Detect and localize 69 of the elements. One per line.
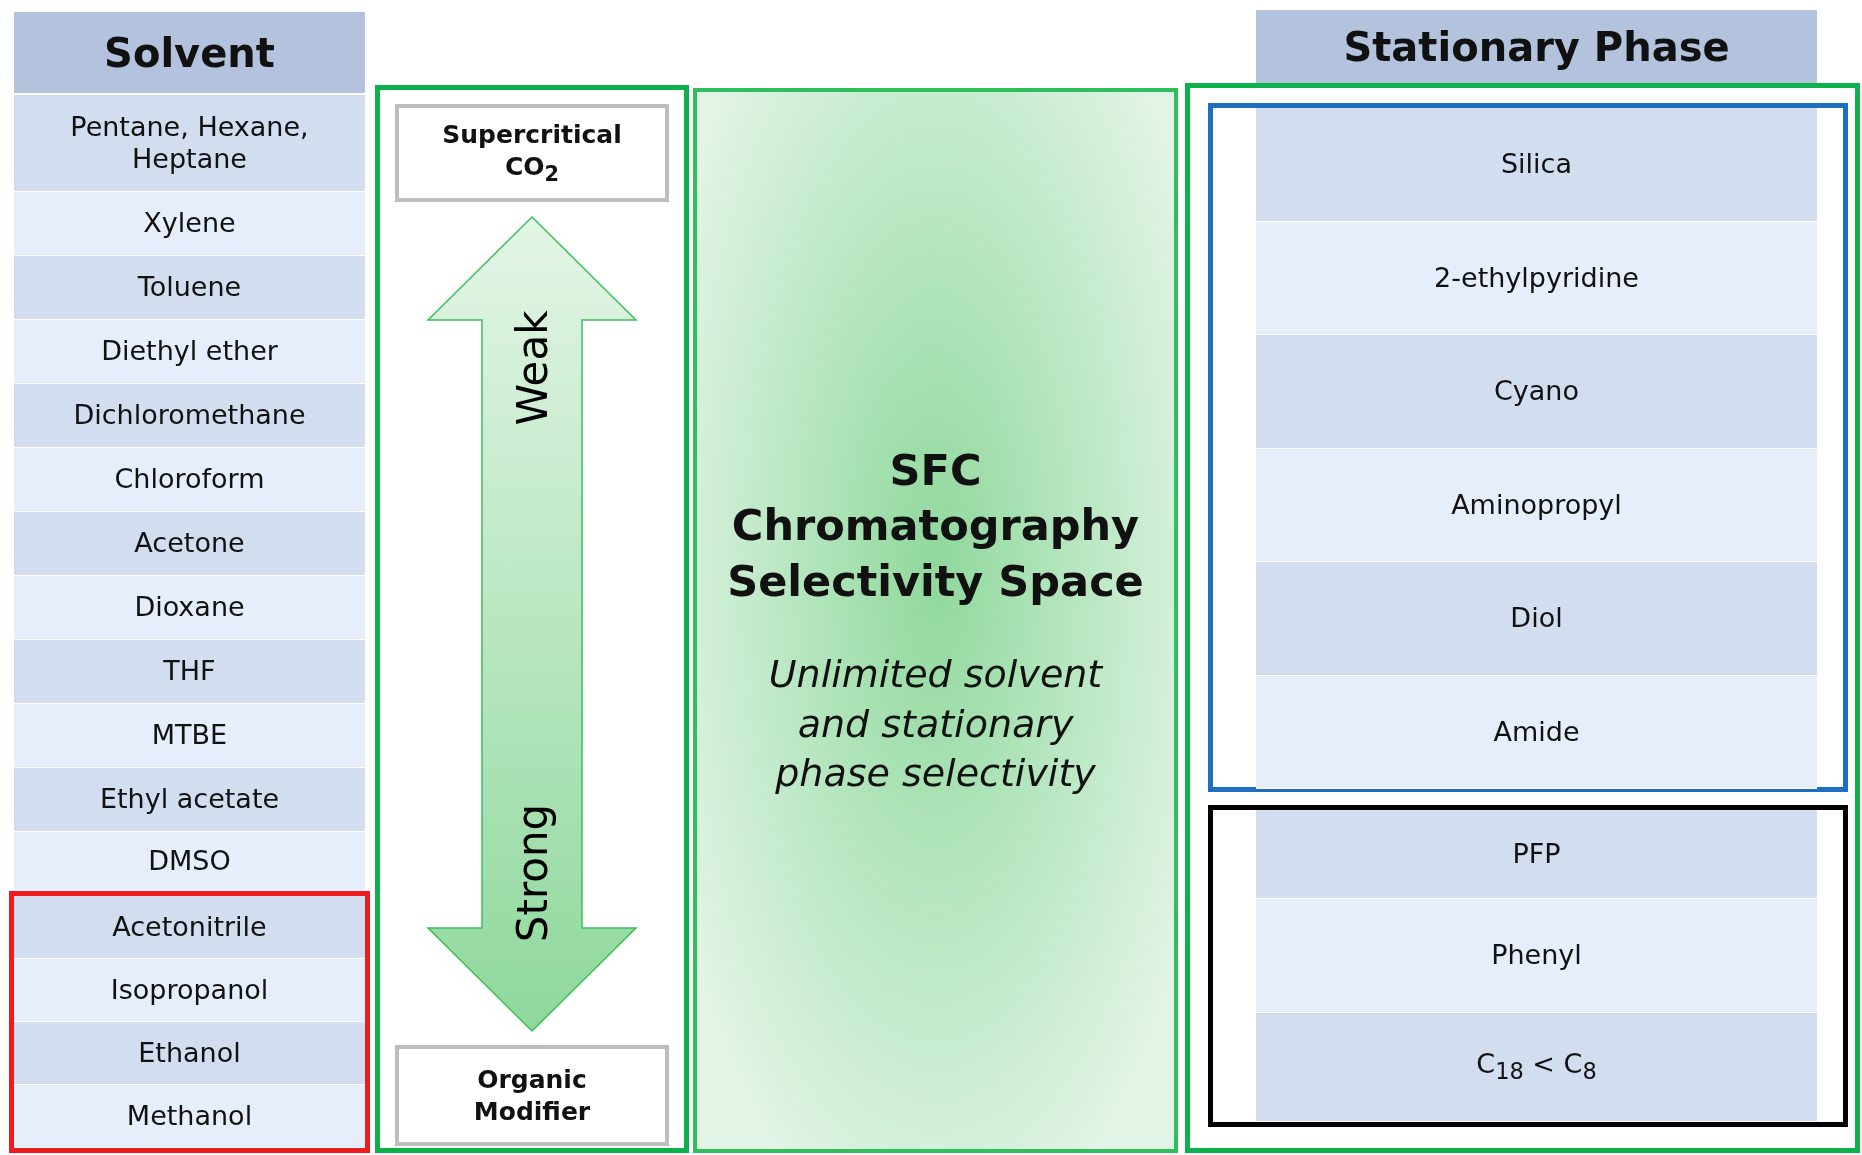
table-row (14, 448, 365, 512)
table-row (1256, 1013, 1817, 1122)
table-row (1256, 108, 1817, 222)
table-row (14, 576, 365, 640)
row-text: Dichloromethane (72, 399, 307, 432)
outline-box (9, 891, 370, 1153)
table-row (14, 959, 365, 1022)
row-text: Silica (1499, 148, 1573, 181)
table-row (14, 1022, 365, 1085)
row-text: Diethyl ether (100, 335, 279, 368)
row-text: Ethanol (137, 1036, 242, 1070)
outline-box (1208, 103, 1848, 792)
table-row (14, 704, 365, 768)
table-row (1256, 221, 1817, 335)
row-text: PFP (1511, 837, 1562, 871)
row-text: DMSO (147, 844, 232, 878)
header-text: Stationary Phase (1343, 23, 1730, 70)
row-text: Ethyl acetate (98, 783, 281, 816)
row-text: Acetone (133, 527, 246, 560)
central-panel (693, 88, 1178, 1153)
row-text: Pentane, Hexane, Heptane (69, 110, 310, 176)
column-header (1256, 10, 1817, 83)
row-text: Diol (1509, 602, 1564, 635)
panel-title: SFC Chromatography Selectivity Space (726, 443, 1145, 609)
table-row (14, 384, 365, 448)
row-text: THF (162, 655, 217, 688)
table-row (14, 192, 365, 256)
double-arrow (426, 215, 638, 1033)
arrow-label: Weak (507, 310, 557, 426)
table-row (14, 512, 365, 576)
box-text: Organic Modifier (472, 1064, 592, 1127)
outline-box (375, 85, 689, 1153)
row-text: Acetonitrile (111, 910, 268, 944)
table-row (1256, 675, 1817, 789)
label-box (395, 1045, 669, 1146)
outline-box (1185, 83, 1860, 1153)
table-row (1256, 335, 1817, 449)
table-row (14, 320, 365, 384)
row-text: Dioxane (133, 591, 246, 624)
table-row (1256, 810, 1817, 899)
table-row (14, 256, 365, 320)
table-row (14, 640, 365, 704)
table-row (1256, 899, 1817, 1013)
table-row (14, 1085, 365, 1148)
row-text: Isopropanol (109, 973, 270, 1007)
panel-subtitle: Unlimited solvent and stationary phase selectivity (767, 651, 1105, 798)
row-text: Methanol (125, 1099, 254, 1133)
table-row (14, 896, 365, 959)
row-text: MTBE (150, 719, 229, 752)
row-text: Cyano (1493, 375, 1580, 408)
row-text: Chloroform (113, 463, 266, 496)
row-text: Aminopropyl (1450, 488, 1623, 521)
row-text: C$_{18}$ < C$_{8}$ (1475, 1048, 1598, 1086)
table-row (14, 95, 365, 192)
table-row (1256, 448, 1817, 562)
table-row (14, 832, 365, 891)
table-row (14, 768, 365, 832)
arrow-label: Strong (507, 803, 557, 943)
outline-box (1208, 805, 1848, 1127)
table-row (1256, 562, 1817, 676)
label-box (395, 104, 669, 202)
column-header (14, 12, 365, 93)
row-text: Amide (1492, 715, 1581, 748)
row-text: Toluene (136, 271, 243, 304)
box-text: Supercritical CO$_{2}$ (441, 119, 623, 187)
row-text: Phenyl (1490, 939, 1583, 972)
header-text: Solvent (104, 29, 275, 76)
row-text: Xylene (142, 207, 237, 240)
row-text: 2-ethylpyridine (1433, 261, 1640, 294)
